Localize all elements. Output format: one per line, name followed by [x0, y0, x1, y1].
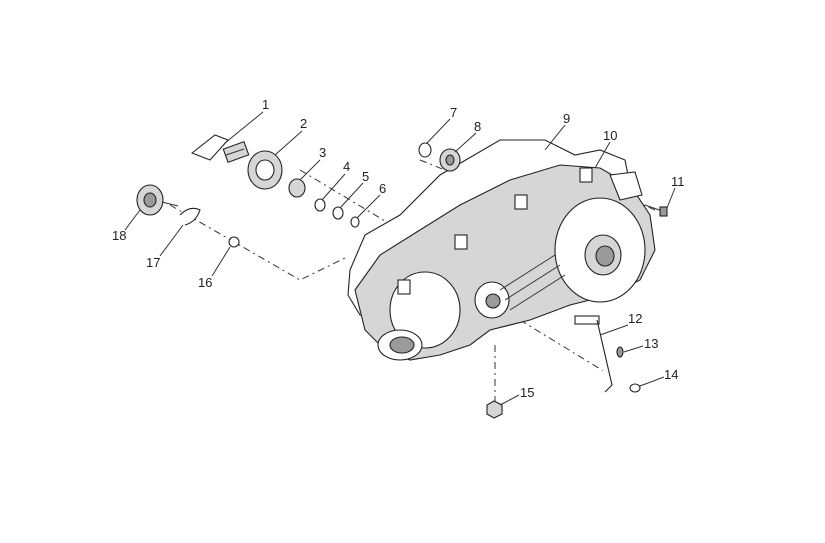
- callout-8: 8: [474, 119, 481, 134]
- callout-4: 4: [343, 159, 350, 174]
- part-1-kick-shaft: [190, 134, 250, 164]
- callout-14: 14: [664, 367, 678, 382]
- callout-7: 7: [450, 105, 457, 120]
- callout-10: 10: [603, 128, 617, 143]
- part-18-starter-gear: [136, 184, 179, 216]
- callout-15: 15: [520, 385, 534, 400]
- part-11-bolt: [644, 204, 668, 217]
- part-17-clip: [179, 207, 201, 226]
- part-7-oring: [418, 142, 432, 158]
- callout-13: 13: [644, 336, 658, 351]
- callout-3: 3: [319, 145, 326, 160]
- part-5-washer: [332, 206, 344, 220]
- part-15-nut: [486, 400, 503, 419]
- callout-9: 9: [563, 111, 570, 126]
- part-8-bearing: [439, 148, 461, 172]
- callout-11: 11: [671, 174, 685, 189]
- callout-6: 6: [379, 181, 386, 196]
- callout-2: 2: [300, 116, 307, 131]
- part-3-bushing: [288, 178, 306, 198]
- callout-leaders: [124, 111, 676, 406]
- callout-18: 18: [112, 228, 126, 243]
- part-4-washer: [314, 198, 326, 212]
- part-2-spring: [247, 150, 283, 190]
- callout-12: 12: [628, 311, 642, 326]
- part-6-clip: [350, 216, 360, 228]
- part-13-pin: [616, 346, 624, 358]
- callout-17: 17: [146, 255, 160, 270]
- callout-1: 1: [262, 97, 269, 112]
- crankcase-cover: [354, 164, 656, 361]
- part-14-bolt: [629, 383, 641, 393]
- callout-16: 16: [198, 275, 212, 290]
- callout-5: 5: [362, 169, 369, 184]
- part-12-kick-lever: [574, 315, 613, 393]
- part-16-washer: [228, 236, 240, 248]
